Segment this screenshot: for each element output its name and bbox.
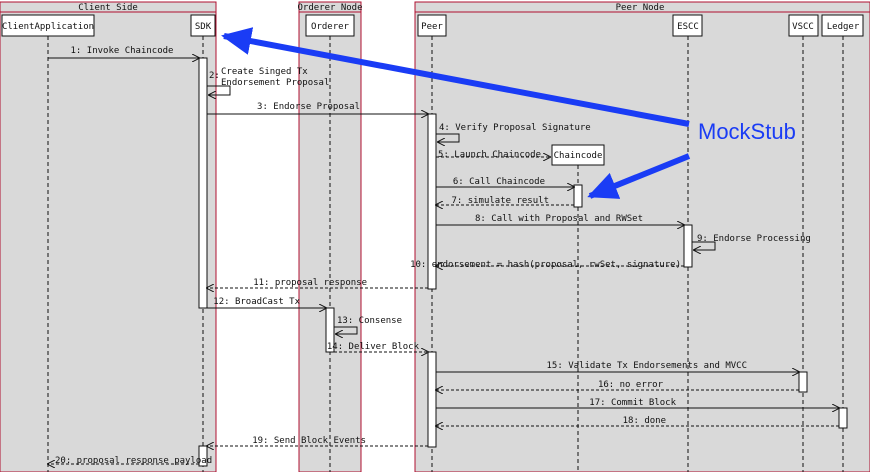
activation-vscc: [798, 371, 808, 393]
label-msg-4: 4: Verify Proposal Signature: [439, 123, 591, 133]
activation-chaincode: [573, 184, 583, 208]
arrow-msg-13: [334, 326, 358, 334]
participant-client-app-box: [1, 14, 95, 37]
participant-sdk-box: [190, 14, 216, 37]
participant-chaincode-box: [551, 144, 605, 166]
participant-orderer-label: Orderer: [311, 22, 350, 32]
participant-vscc-label: VSCC: [792, 22, 814, 32]
message-arrows: [48, 58, 839, 464]
label-msg-7: 7: simulate result: [451, 196, 549, 206]
label-msg-9: 9: Endorse Processing: [697, 234, 811, 244]
arrow-msg-2: [207, 85, 231, 95]
participant-vscc-box: [788, 14, 819, 37]
activation-escc: [683, 224, 693, 268]
group-label-peer: Peer Node: [616, 3, 665, 13]
arrow-msg-4: [436, 133, 460, 142]
label-msg-2-line2: Endorsement Proposal: [221, 78, 329, 88]
label-msg-13: 13: Consense: [337, 316, 402, 326]
annotation-arrow-to-chaincode: [587, 153, 691, 199]
activation-sdk-1: [198, 57, 208, 309]
mockstub-annotation: MockStub: [221, 27, 796, 199]
participant-escc-label: ESCC: [677, 22, 699, 32]
label-msg-3: 3: Endorse Proposal: [257, 102, 360, 112]
group-label-client: Client Side: [78, 3, 138, 13]
group-client-side: Client Side: [0, 1, 217, 472]
label-msg-10: 10: endorsement = hash(proposal, rwSet, …: [410, 260, 681, 270]
activation-ledger: [838, 407, 848, 429]
label-msg-8: 8: Call with Proposal and RWSet: [475, 214, 643, 224]
label-msg-11: 11: proposal response: [253, 278, 367, 288]
activation-orderer: [325, 307, 335, 353]
label-msg-19: 19: Send Block Events: [252, 436, 366, 446]
participant-peer-label: Peer: [421, 22, 443, 32]
label-msg-1: 1: Invoke Chaincode: [71, 46, 174, 56]
label-msg-5: 5: Launch Chaincode: [438, 150, 541, 160]
arrow-msg-9: [692, 241, 716, 250]
label-msg-2-prefix: 2:: [209, 71, 220, 81]
group-peer-node: Peer Node: [414, 1, 870, 472]
annotation-label-mockstub: MockStub: [698, 119, 796, 144]
participant-peer-box: [417, 14, 447, 37]
label-msg-17: 17: Commit Block: [589, 398, 676, 408]
participant-ledger-label: Ledger: [827, 22, 860, 32]
participant-sdk-label: SDK: [195, 22, 212, 32]
participant-ledger-box: [821, 14, 864, 37]
activation-peer-2: [427, 351, 437, 448]
group-label-orderer: Orderer Node: [297, 3, 362, 13]
label-msg-12: 12: BroadCast Tx: [213, 297, 300, 307]
label-msg-16: 16: no error: [598, 380, 664, 390]
participant-orderer-box: [305, 14, 355, 37]
label-msg-14: 14: Deliver Block: [327, 342, 420, 352]
label-msg-15: 15: Validate Tx Endorsements and MVCC: [547, 361, 747, 371]
label-msg-18: 18: done: [623, 416, 666, 426]
label-msg-2-line1: Create Singed Tx: [221, 67, 308, 77]
activation-sdk-2: [198, 445, 208, 467]
label-msg-20: 20: proposal response payload: [55, 456, 212, 466]
label-msg-6: 6: Call Chaincode: [453, 177, 545, 187]
annotation-arrow-to-sdk: [221, 27, 690, 127]
message-labels: 1: Invoke Chaincode 2: Create Singed Tx …: [55, 46, 811, 466]
participant-escc-box: [672, 14, 703, 37]
participant-client-app-label: ClientApplication: [2, 22, 94, 32]
participant-chaincode-label: Chaincode: [554, 151, 603, 161]
